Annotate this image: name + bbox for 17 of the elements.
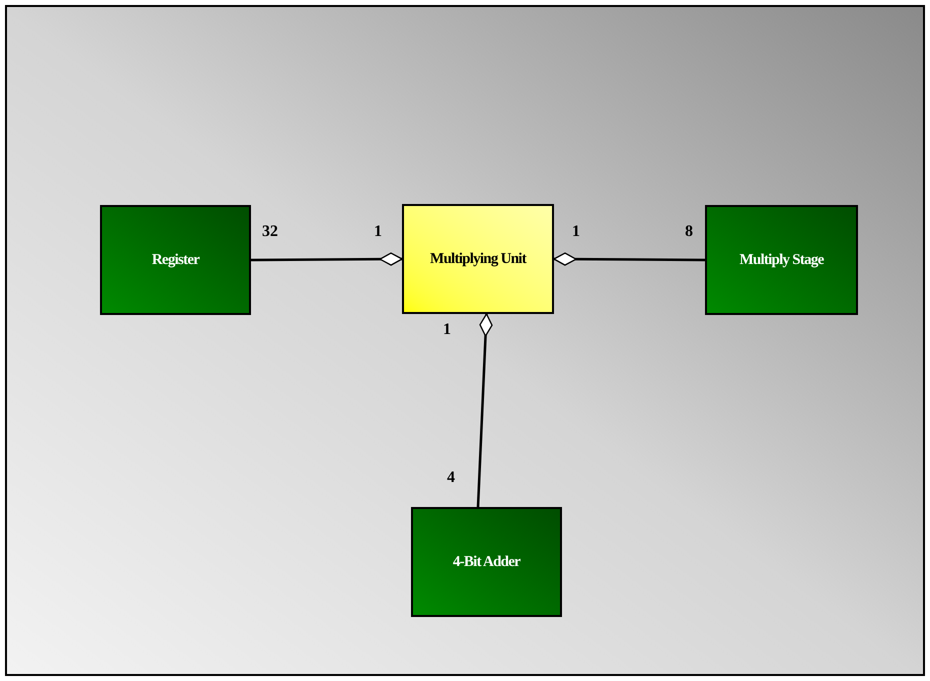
multiplicity-label: 4 [447,470,455,486]
connector-line [476,313,493,508]
class-box [402,204,554,314]
connector-line [251,252,403,266]
multiplicity-label: 8 [685,224,693,240]
multiplicity-label: 1 [572,224,580,240]
multiplicity-label: 32 [262,224,278,240]
class-name: Multiply Stage [738,250,825,270]
multiplicity-label: 1 [374,224,382,240]
class-box [411,507,562,617]
multiplicity-label: 1 [443,322,451,338]
class-name: Register [150,250,201,270]
class-name: Multiplying Unit [429,250,528,269]
class-box [100,205,251,315]
class-box [705,205,858,315]
connector-line [553,252,705,266]
class-name: 4-Bit Adder [452,552,522,572]
